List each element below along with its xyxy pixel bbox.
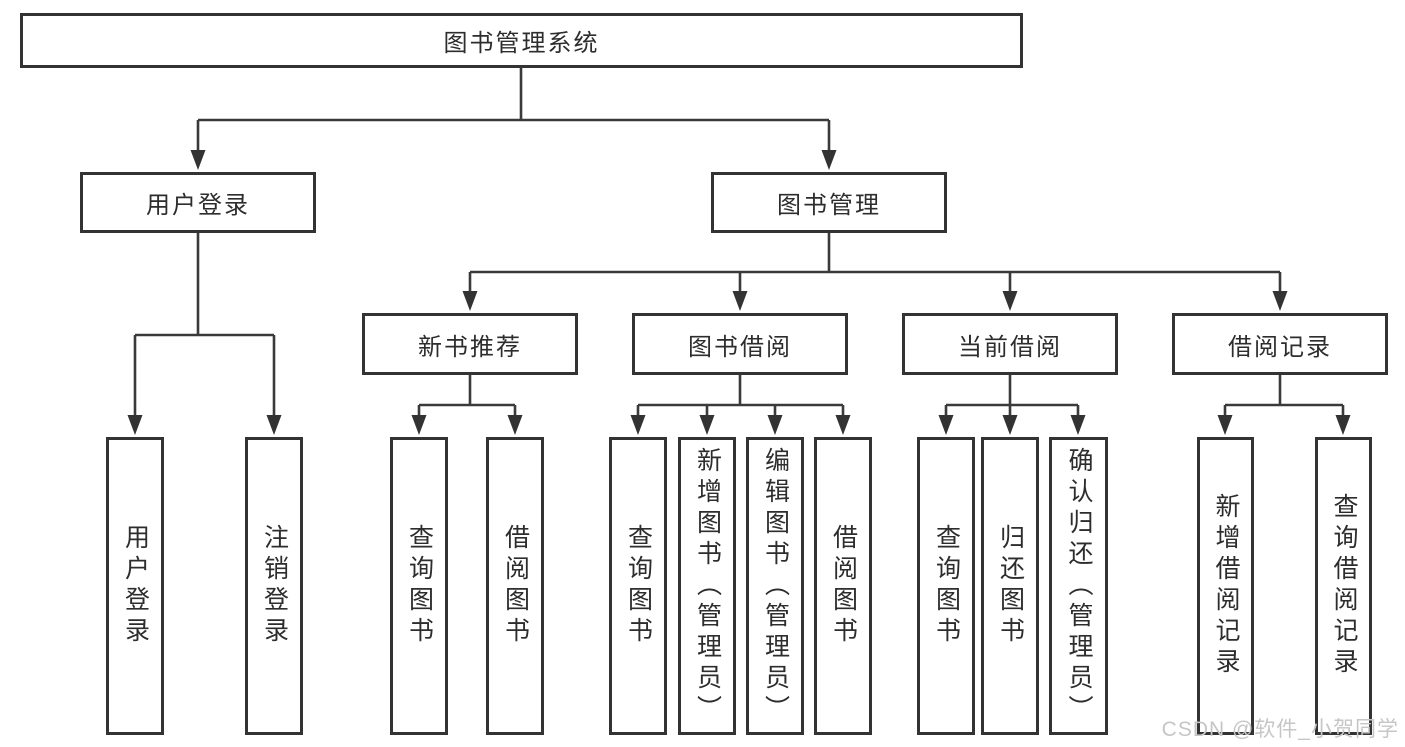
leaf-bb-add-book-admin: 新增图书（管理员） xyxy=(678,437,736,735)
leaf-cb-query-book: 查询图书 xyxy=(917,437,975,735)
node-label: 用户登录 xyxy=(121,524,150,648)
node-label: 新书推荐 xyxy=(418,333,522,361)
node-label: 图书借阅 xyxy=(688,333,792,361)
leaf-bb-edit-book-admin: 编辑图书（管理员） xyxy=(746,437,804,735)
node-label: 新增借阅记录 xyxy=(1212,493,1240,679)
node-label: 借阅图书 xyxy=(501,524,530,648)
leaf-bb-borrow-book: 借阅图书 xyxy=(814,437,872,735)
node-book-borrow: 图书借阅 xyxy=(632,313,848,375)
node-label: 图书管理系统 xyxy=(443,30,600,57)
node-current-borrow: 当前借阅 xyxy=(902,313,1118,375)
leaf-cb-confirm-return-admin: 确认归还（管理员） xyxy=(1049,437,1108,735)
node-root-system: 图书管理系统 xyxy=(20,13,1023,68)
arrowheads xyxy=(127,150,1351,435)
node-label: 当前借阅 xyxy=(958,333,1062,361)
node-label: 查询图书 xyxy=(624,524,653,648)
node-label: 借阅图书 xyxy=(829,524,858,648)
node-borrow-records: 借阅记录 xyxy=(1172,313,1388,375)
csdn-watermark: CSDN @软件_小贺同学 xyxy=(1161,718,1399,741)
node-label: 注销登录 xyxy=(260,524,289,648)
node-label: 查询图书 xyxy=(405,524,434,648)
node-label: 确认归还（管理员） xyxy=(1065,446,1093,726)
node-book-management: 图书管理 xyxy=(711,172,947,233)
leaf-nb-borrow-book: 借阅图书 xyxy=(486,437,544,735)
leaf-nb-query-book: 查询图书 xyxy=(390,437,448,735)
leaf-user-login: 用户登录 xyxy=(106,437,164,735)
node-label: 新增图书（管理员） xyxy=(693,446,722,726)
node-label: 查询图书 xyxy=(932,524,961,648)
node-user-login: 用户登录 xyxy=(80,172,316,233)
leaf-bb-query-book: 查询图书 xyxy=(609,437,667,735)
leaf-br-add-record: 新增借阅记录 xyxy=(1197,437,1254,735)
node-label: 归还图书 xyxy=(996,524,1025,648)
leaf-logout: 注销登录 xyxy=(245,437,303,735)
node-label: 用户登录 xyxy=(146,192,250,219)
leaf-br-query-record: 查询借阅记录 xyxy=(1315,437,1372,735)
node-label: 查询借阅记录 xyxy=(1330,493,1358,679)
node-label: 借阅记录 xyxy=(1228,333,1332,361)
node-new-book-recommend: 新书推荐 xyxy=(362,313,578,375)
node-label: 图书管理 xyxy=(777,192,881,219)
node-label: 编辑图书（管理员） xyxy=(761,446,790,726)
leaf-cb-return-book: 归还图书 xyxy=(981,437,1039,735)
